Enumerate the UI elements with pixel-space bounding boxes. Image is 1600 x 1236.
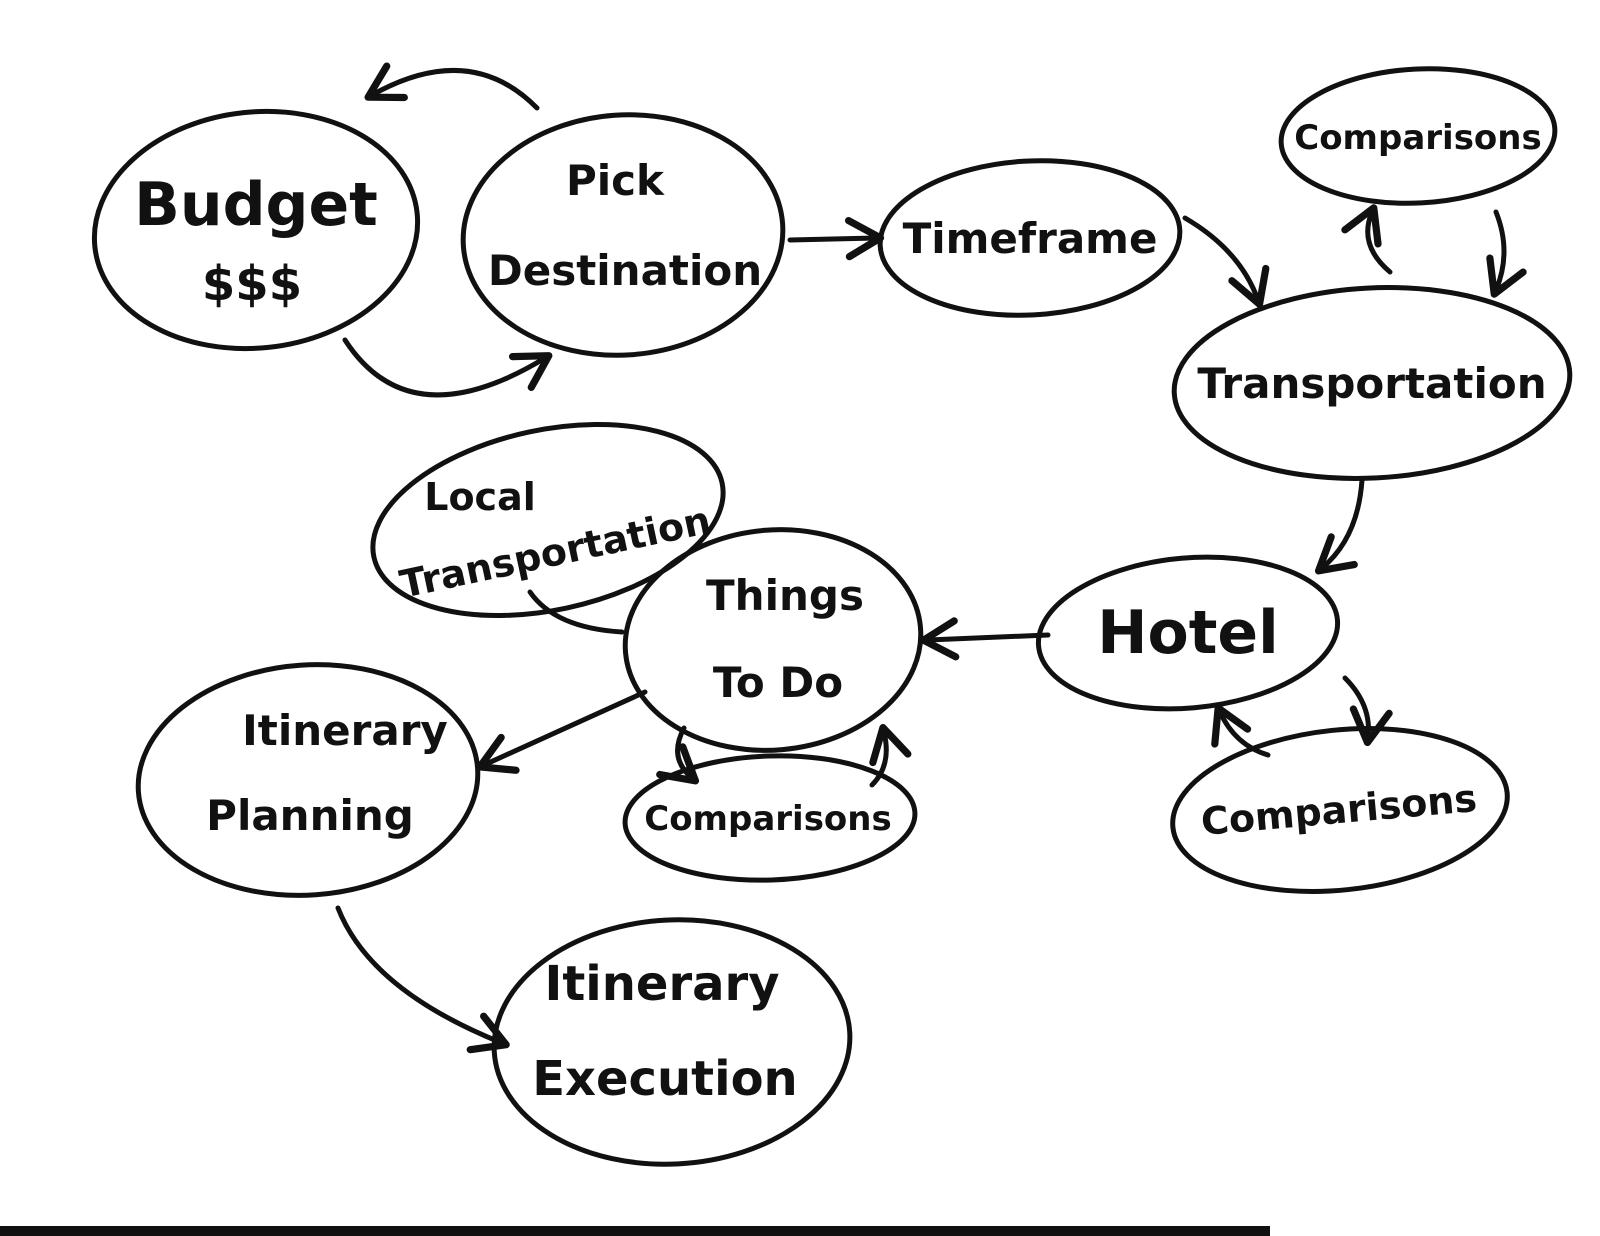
node-budget-label-2: $$$ (202, 256, 302, 312)
node-itinerary-planning-label: Itinerary (242, 706, 448, 755)
node-pick-destination-label-2: Destination (488, 246, 762, 295)
edges (335, 62, 1527, 1054)
node-budget[interactable]: Budget $$$ (83, 96, 430, 365)
edge-destination-to-timeframe (787, 217, 885, 261)
node-things-to-do-outline (622, 527, 924, 753)
node-comparisons-transport-outline (1278, 66, 1558, 206)
node-comparisons-hotel-label: Comparisons (1199, 776, 1478, 844)
node-itinerary-planning-label-2: Planning (206, 791, 414, 840)
node-itinerary-planning-outline (135, 662, 481, 898)
edge-transportation-to-comparisons (1341, 204, 1393, 275)
node-hotel-outline (1035, 554, 1341, 712)
edge-planning-to-execution (335, 905, 510, 1054)
node-itinerary-execution-label: Itinerary (544, 956, 779, 1012)
node-pick-destination-outline (460, 112, 786, 358)
edge-hotel-to-comparisons (1342, 675, 1393, 747)
node-transportation-outline (1171, 285, 1573, 481)
node-comparisons-hotel[interactable]: Comparisons (1165, 713, 1516, 907)
edge-budget-to-destination (342, 337, 553, 398)
edge-transportation-to-hotel (1314, 477, 1365, 575)
edge-destination-to-budget (364, 62, 540, 111)
node-local-transportation-outline (370, 422, 726, 618)
edge-timeframe-to-transportation (1182, 215, 1270, 308)
node-comparisons-things-label: Comparisons (644, 799, 891, 839)
edge-comparisons-to-things (869, 724, 912, 788)
edge-comparisons-to-hotel (1211, 704, 1271, 758)
scan-edge-bar (0, 1226, 1270, 1236)
node-transportation-label: Transportation (1197, 359, 1546, 408)
node-itinerary-execution[interactable]: Itinerary Execution (488, 911, 856, 1173)
edge-things-to-local-transportation (527, 589, 625, 635)
node-timeframe[interactable]: Timeframe (876, 153, 1184, 322)
node-pick-destination[interactable]: Pick Destination (455, 104, 791, 366)
node-comparisons-hotel-outline (1170, 726, 1510, 894)
edge-things-to-itinerary-planning (476, 689, 648, 774)
node-things-to-do-label-2: To Do (713, 658, 843, 707)
node-comparisons-things-outline (622, 753, 918, 883)
node-hotel-label: Hotel (1097, 598, 1278, 668)
node-timeframe-label: Timeframe (903, 214, 1158, 263)
node-budget-outline (91, 108, 421, 352)
edge-comparisons-to-transportation (1486, 209, 1527, 298)
node-transportation[interactable]: Transportation (1169, 278, 1574, 488)
edge-hotel-to-things (919, 617, 1051, 661)
node-things-to-do[interactable]: Things To Do (616, 518, 930, 763)
node-itinerary-execution-label-2: Execution (532, 1051, 797, 1107)
node-things-to-do-label: Things (706, 571, 864, 620)
node-hotel[interactable]: Hotel (1032, 545, 1344, 721)
node-comparisons-transport[interactable]: Comparisons (1278, 62, 1559, 210)
node-comparisons-transport-label: Comparisons (1294, 118, 1541, 158)
node-pick-destination-label: Pick (566, 156, 665, 205)
node-timeframe-outline (877, 158, 1183, 318)
node-local-transportation-label: Local (424, 475, 536, 519)
node-itinerary-execution-outline (491, 917, 853, 1167)
node-itinerary-planning[interactable]: Itinerary Planning (130, 653, 485, 906)
node-comparisons-things[interactable]: Comparisons (622, 751, 918, 885)
node-budget-label: Budget (134, 170, 378, 240)
